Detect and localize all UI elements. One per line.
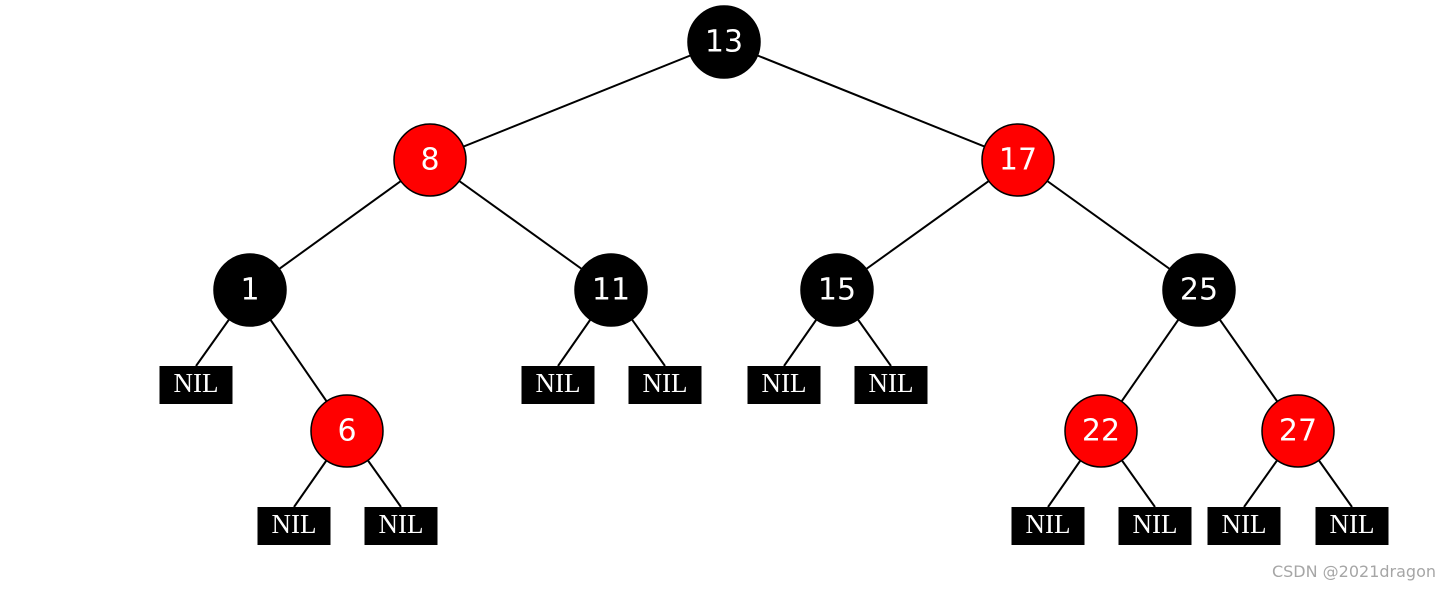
nil-box <box>364 507 438 545</box>
nil-box <box>628 366 702 404</box>
tree-node-1: 1 <box>213 253 287 327</box>
nil-leaf: NIL <box>257 507 331 545</box>
nil-leaf: NIL <box>854 366 928 404</box>
nil-leaves: NIL NIL NIL NIL NIL NIL NIL NIL NIL NIL NIL <box>159 366 1389 545</box>
tree-node-15: 15 <box>800 253 874 327</box>
nil-leaf: NIL <box>1118 507 1192 545</box>
nil-box <box>521 366 595 404</box>
tree-node-25: 25 <box>1162 253 1236 327</box>
node-label: 1 <box>240 273 259 308</box>
nil-label: NIL <box>1133 509 1178 539</box>
nil-label: NIL <box>643 368 688 398</box>
nil-box <box>1315 507 1389 545</box>
tree-node-8: 8 <box>393 123 467 197</box>
nil-box <box>257 507 331 545</box>
nil-box <box>159 366 233 404</box>
node-label: 11 <box>592 273 630 308</box>
nil-leaf: NIL <box>747 366 821 404</box>
nil-leaf: NIL <box>1011 507 1085 545</box>
tree-edge <box>723 41 1019 161</box>
nil-label: NIL <box>1026 509 1071 539</box>
tree-node-27: 27 <box>1261 394 1335 468</box>
node-circle <box>213 253 287 327</box>
tree-node-6: 6 <box>310 394 384 468</box>
nil-box <box>1207 507 1281 545</box>
node-label: 15 <box>818 273 856 308</box>
node-circle <box>1162 253 1236 327</box>
nil-leaf: NIL <box>1315 507 1389 545</box>
node-label: 13 <box>705 25 743 60</box>
tree-node-13: 13 <box>687 5 761 79</box>
node-label: 27 <box>1279 414 1317 449</box>
tree-edge <box>429 41 725 161</box>
node-circle <box>393 123 467 197</box>
tree-edge <box>429 159 612 291</box>
nil-leaf: NIL <box>364 507 438 545</box>
nil-label: NIL <box>869 368 914 398</box>
nil-leaf: NIL <box>159 366 233 404</box>
nil-box <box>1118 507 1192 545</box>
tree-node-17: 17 <box>981 123 1055 197</box>
nil-label: NIL <box>536 368 581 398</box>
node-circle <box>687 5 761 79</box>
nil-label: NIL <box>174 368 219 398</box>
node-circle <box>574 253 648 327</box>
node-label: 17 <box>999 143 1037 178</box>
node-label: 22 <box>1082 414 1120 449</box>
nil-label: NIL <box>379 509 424 539</box>
tree-edge <box>836 159 1019 291</box>
tree-node-11: 11 <box>574 253 648 327</box>
tree-edge <box>1017 159 1200 291</box>
node-label: 25 <box>1180 273 1218 308</box>
nil-leaf: NIL <box>521 366 595 404</box>
node-circle <box>800 253 874 327</box>
nil-label: NIL <box>272 509 317 539</box>
nil-leaf: NIL <box>628 366 702 404</box>
tree-edge <box>249 159 431 291</box>
node-circle <box>981 123 1055 197</box>
node-label: 8 <box>420 143 439 178</box>
nil-box <box>747 366 821 404</box>
nil-box <box>1011 507 1085 545</box>
node-label: 6 <box>337 414 356 449</box>
nil-box <box>854 366 928 404</box>
watermark-text: CSDN @2021dragon <box>1271 562 1436 581</box>
nil-leaf: NIL <box>1207 507 1281 545</box>
tree-node-22: 22 <box>1064 394 1138 468</box>
nil-label: NIL <box>1330 509 1375 539</box>
nil-label: NIL <box>1222 509 1267 539</box>
node-circle <box>310 394 384 468</box>
node-circle <box>1261 394 1335 468</box>
node-circle <box>1064 394 1138 468</box>
nil-label: NIL <box>762 368 807 398</box>
